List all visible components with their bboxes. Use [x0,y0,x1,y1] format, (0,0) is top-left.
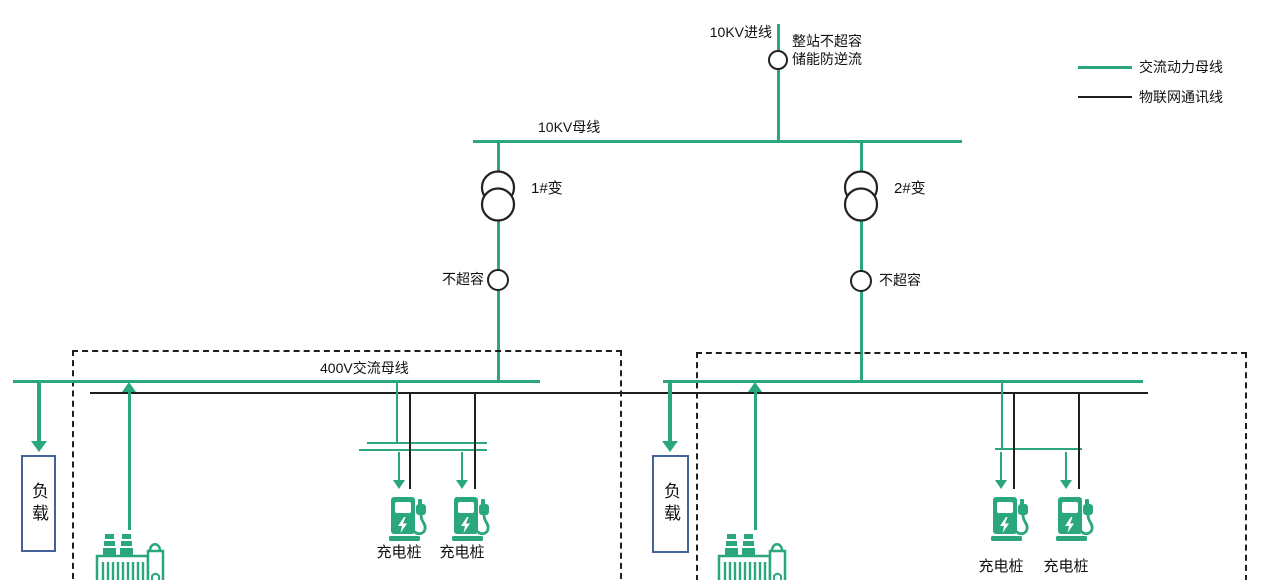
charger-left1-icon [386,492,428,542]
incoming-breaker-icon [768,50,788,70]
load-right-box: 负载 [652,455,689,553]
bus-10kv-label: 10KV母线 [538,119,601,135]
bus-10kv-line [473,140,962,143]
transformer1-icon [477,170,519,222]
legend-iot-line-label: 物联网通讯线 [1139,89,1223,105]
bus-400v-left-line [13,379,540,383]
factory-right-feeder-line [753,391,757,530]
load-right-arrowhead-icon [662,441,678,452]
charger-group-left-bar1 [367,442,487,444]
protect1-label: 不超容 [442,271,484,287]
station-note-line1: 整站不超容 [792,33,862,49]
charger-left1-arrowhead-icon [393,480,405,489]
charger-left1-label: 充电桩 [376,544,422,561]
factory-left-icon [94,534,166,580]
charger-left2-label: 充电桩 [439,544,485,561]
charger-group-left-bar2 [359,449,487,451]
transformer2-feeder-line [859,142,863,381]
station-box-left [72,350,622,580]
charger-right2-arrow-line [1064,452,1067,480]
station-note-line2: 储能防逆流 [792,51,862,67]
incoming-line-label: 10KV进线 [709,24,772,40]
charger-left2-arrow-line [460,452,463,480]
charger-group-right-bar [995,448,1082,450]
iot-comm-line [90,392,1148,394]
charger-left2-comm-line [474,392,476,489]
load-left-arrow-line [37,382,41,442]
transformer2-icon [840,170,882,222]
factory-left-arrowhead-icon [122,382,136,392]
incoming-feeder-line [776,24,780,142]
station-note: 整站不超容 储能防逆流 [792,32,862,68]
charger-right1-arrowhead-icon [995,480,1007,489]
charger-right1-comm-line [1013,392,1015,489]
charger-left1-arrow-line [397,452,400,480]
load-left-box: 负载 [21,455,56,552]
bus-400v-label: 400V交流母线 [320,360,409,376]
factory-left-feeder-line [127,391,131,530]
charger-right2-label: 充电桩 [1043,558,1089,575]
legend-iot-line-swatch [1078,96,1132,98]
charger-left2-arrowhead-icon [456,480,468,489]
protect1-breaker-icon [487,269,509,291]
charger-left1-comm-line [409,392,411,489]
charger-group-right-feeder-line [1000,382,1003,449]
charger-right1-icon [988,492,1030,542]
load-left-arrowhead-icon [31,441,47,452]
protect2-label: 不超容 [879,272,921,288]
charger-right2-comm-line [1078,392,1080,489]
legend-ac-line-swatch [1078,66,1132,69]
charger-right1-arrow-line [999,452,1002,480]
factory-right-arrowhead-icon [748,382,762,392]
bus-400v-right-line [663,379,1143,383]
charger-right2-arrowhead-icon [1060,480,1072,489]
charger-right1-label: 充电桩 [978,558,1024,575]
charger-right2-icon [1053,492,1095,542]
station-box-right [696,352,1247,580]
charger-left2-icon [449,492,491,542]
transformer1-feeder-line [496,142,500,381]
protect2-breaker-icon [850,270,872,292]
legend-ac-line-label: 交流动力母线 [1139,59,1223,75]
load-right-label: 负载 [661,482,680,526]
load-left-label: 负载 [29,481,48,526]
factory-right-icon [716,534,788,580]
charger-group-left-feeder-line [395,382,398,443]
transformer1-label: 1#变 [531,180,563,197]
transformer2-label: 2#变 [894,180,926,197]
load-right-arrow-line [668,382,672,442]
